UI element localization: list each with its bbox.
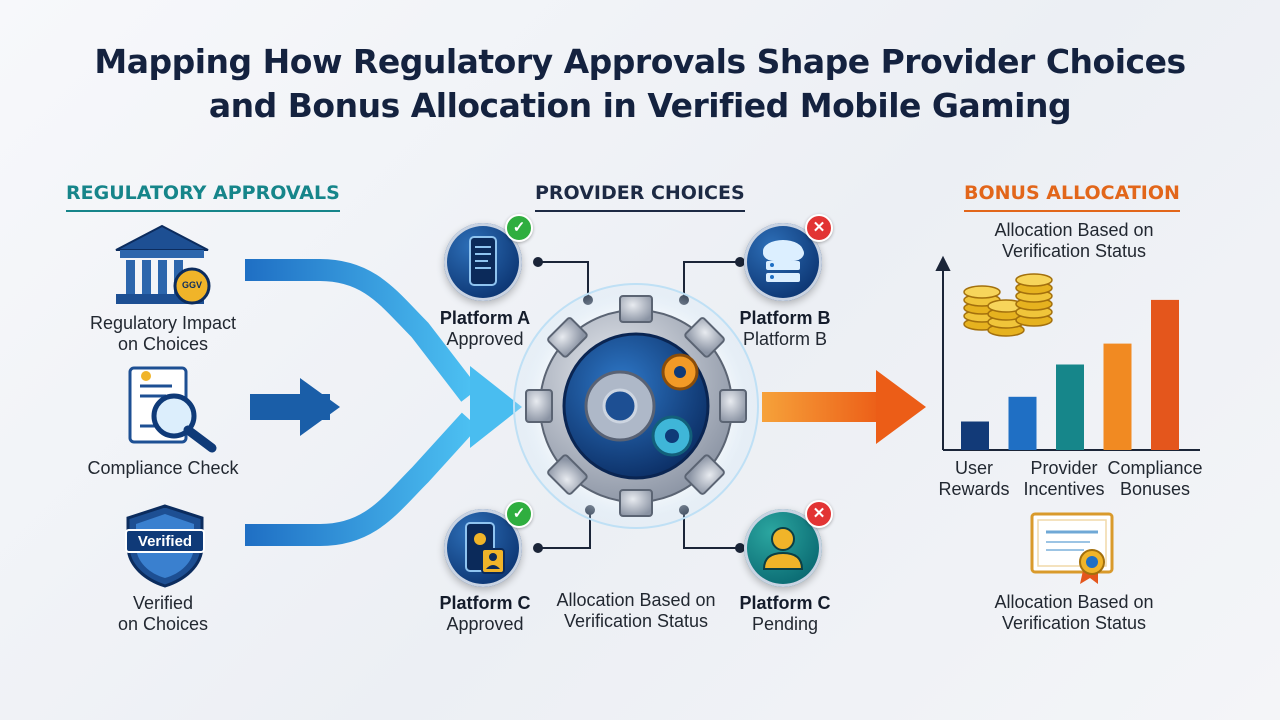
- bonus-allocation-heading: BONUS ALLOCATION: [964, 182, 1180, 212]
- mobile-phone-icon: [469, 236, 497, 286]
- coin-stack-icon: [963, 273, 1053, 337]
- chart-caption: Allocation Based on Verification Status: [994, 220, 1154, 261]
- mobile-user-icon: [465, 522, 505, 574]
- bonus-bar-chart: [961, 299, 1179, 450]
- document-search-icon: [126, 364, 220, 454]
- platform-b-label: Platform B Platform B: [739, 308, 831, 349]
- approved-check-icon: ✓: [505, 214, 533, 242]
- regulatory-item-label: Compliance Check: [87, 458, 239, 478]
- bonus-flow-arrow: [762, 370, 926, 444]
- chart-bar-3: [1056, 364, 1084, 450]
- title-line-2: and Bonus Allocation in Verified Mobile …: [208, 86, 1072, 125]
- chart-bar-2: [1008, 396, 1037, 450]
- cloud-server-icon: [763, 240, 804, 282]
- chart-bar-1: [961, 421, 989, 450]
- building-badge-text: GGV: [181, 280, 202, 290]
- platform-a-label: Platform A Approved: [439, 308, 531, 349]
- regulatory-approvals-heading: REGULATORY APPROVALS: [66, 182, 340, 212]
- bottom-caption: Allocation Based on Verification Status: [994, 592, 1154, 633]
- gears-icon: [513, 283, 759, 529]
- title-line-1: Mapping How Regulatory Approvals Shape P…: [94, 42, 1186, 81]
- rejected-cross-icon: ✕: [805, 214, 833, 242]
- platform-connectors: [533, 257, 745, 553]
- regulatory-flow-arrows: [245, 259, 522, 546]
- user-icon: [762, 527, 804, 570]
- chart-bar-4: [1103, 343, 1132, 450]
- government-building-icon: GGV: [112, 222, 212, 308]
- platform-c-approved-label: Platform C Approved: [439, 593, 531, 634]
- chart-bar-5: [1151, 299, 1179, 450]
- approved-check-icon: ✓: [505, 500, 533, 528]
- platform-c-pending-label: Platform C Pending: [739, 593, 831, 634]
- page-title: Mapping How Regulatory Approvals Shape P…: [40, 40, 1240, 128]
- center-caption: Allocation Based on Verification Status: [556, 590, 716, 631]
- shield-badge-text: Verified: [137, 533, 193, 550]
- rejected-cross-icon: ✕: [805, 500, 833, 528]
- provider-choices-heading: PROVIDER CHOICES: [535, 182, 745, 212]
- certificate-icon: [1030, 512, 1114, 584]
- platform-c-pending-icon[interactable]: [744, 509, 822, 587]
- verified-shield-icon: Verified: [120, 502, 210, 588]
